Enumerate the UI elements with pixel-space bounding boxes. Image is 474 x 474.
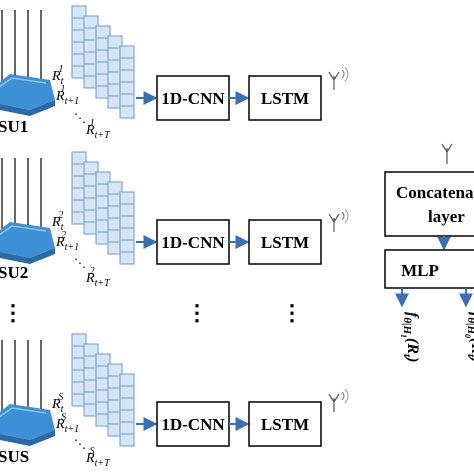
cnn-box-su2 [156, 219, 230, 265]
output-h1: fθ|H1(Rt) [399, 312, 421, 362]
fusion-section: Concatena layer MLP fθ|H1(Rt) fθ|H0(Rt) [384, 143, 474, 362]
cnn-label-su1: 1D-CNN [161, 89, 225, 108]
concat-label-line1: Concatena [396, 183, 474, 202]
ellipsis-su: ⋮ [2, 300, 24, 325]
cnn-label-sus: 1D-CNN [161, 415, 225, 434]
input-sus-dots: ⋱ [74, 437, 86, 451]
device-su1 [0, 10, 55, 116]
lstm-label-su2: LSTM [261, 233, 309, 252]
lstm-box-sus [248, 401, 322, 447]
lstm-box-su2 [248, 219, 322, 265]
output-h0: fθ|H0(Rt) [463, 312, 474, 362]
antenna-icon-receiver [441, 143, 453, 164]
input-su1-tT: Rt+T1 [85, 118, 111, 141]
device-sus [0, 340, 55, 446]
lstm-box-su1 [248, 75, 322, 121]
grid-stack-su1 [71, 5, 135, 119]
row-su2: SU2 Rt2 Rt+12 ⋱ Rt+T2 1D-CNN LSTM [0, 151, 349, 289]
row-sus: SUS RtS Rt+1S ⋱ Rt+TS 1D-CNN LSTM [0, 333, 349, 469]
antenna-icon-su1 [328, 66, 349, 90]
svg-text:fθ|H0(Rt): fθ|H0(Rt) [463, 312, 474, 362]
mlp-box [384, 249, 474, 289]
antenna-icon-sus [328, 388, 349, 412]
grid-stack-sus [71, 333, 135, 447]
input-su1-t: Rt1 [51, 64, 64, 87]
input-sus-tT: Rt+TS [85, 446, 111, 469]
lstm-label-sus: LSTM [261, 415, 309, 434]
input-su1-dots: ⋱ [74, 111, 86, 125]
input-sus-t: RtS [51, 392, 64, 415]
input-su1-t1: Rt+11 [55, 84, 78, 107]
sus-label: SUS [0, 447, 29, 466]
input-su2-t: Rt2 [51, 210, 64, 233]
cnn-box-sus [156, 401, 230, 447]
lstm-label-su1: LSTM [261, 89, 309, 108]
device-su2 [0, 158, 55, 264]
antenna-icon-su2 [328, 208, 349, 232]
grid-stack-su2 [71, 151, 135, 265]
mlp-label: MLP [401, 261, 439, 280]
concat-box [384, 171, 474, 237]
input-su2-dots: ⋱ [74, 256, 86, 270]
input-su2-t1: Rt+12 [55, 230, 79, 253]
input-sus-t1: Rt+1S [55, 412, 79, 435]
concat-label-line2: layer [428, 207, 465, 226]
ellipsis-lstm: ⋮ [281, 300, 303, 325]
su2-label: SU2 [0, 263, 28, 282]
svg-text:fθ|H1(Rt): fθ|H1(Rt) [399, 312, 421, 362]
input-su2-tT: Rt+T2 [85, 266, 111, 289]
row-su1: SU1 Rt1 Rt+11 ⋱ Rt+T1 1D-CNN LSTM [0, 5, 349, 141]
cnn-label-su2: 1D-CNN [161, 233, 225, 252]
ellipsis-cnn: ⋮ [186, 300, 208, 325]
su1-label: SU1 [0, 117, 28, 136]
